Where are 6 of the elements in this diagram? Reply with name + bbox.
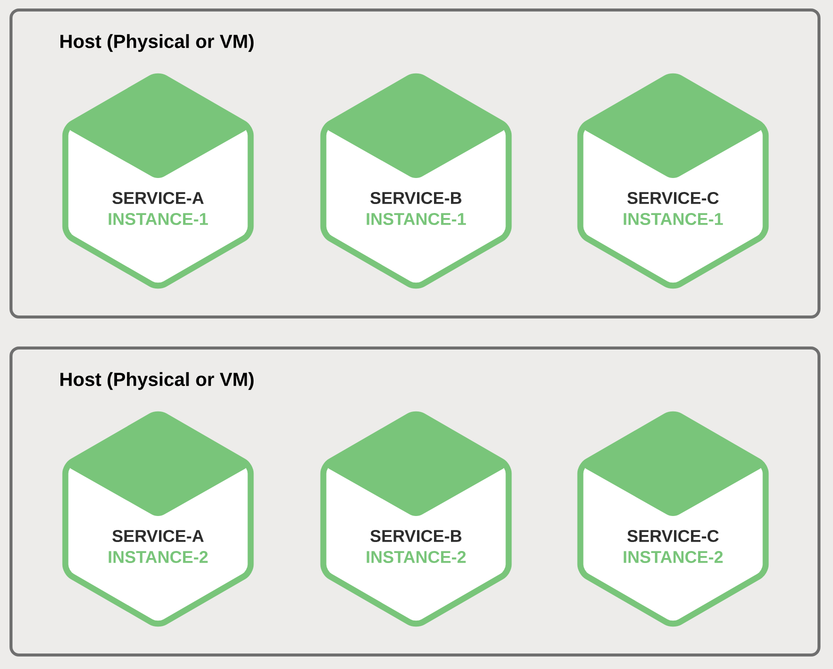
service-hexagon: SERVICE-B INSTANCE-2 <box>320 411 512 627</box>
service-hexagon: SERVICE-B INSTANCE-1 <box>320 73 512 289</box>
service-hexagon: SERVICE-A INSTANCE-1 <box>62 73 254 289</box>
service-hexagon: SERVICE-C INSTANCE-2 <box>577 411 769 627</box>
service-hexagon: SERVICE-C INSTANCE-1 <box>577 73 769 289</box>
service-hexagon: SERVICE-A INSTANCE-2 <box>62 411 254 627</box>
